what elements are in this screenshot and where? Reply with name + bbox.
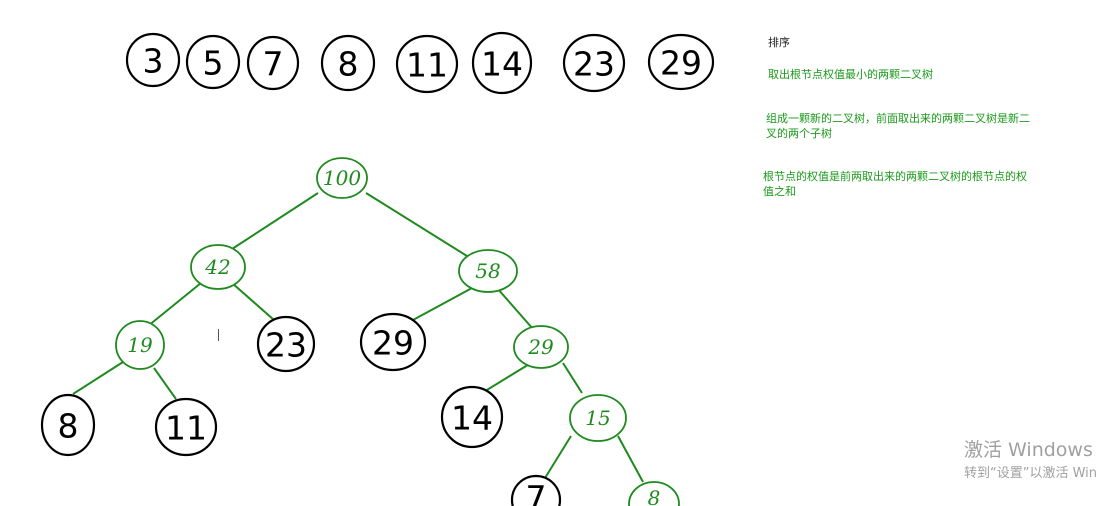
edge-root-42	[231, 192, 319, 250]
edge-29-14	[481, 362, 532, 394]
tree-node: 8	[40, 393, 96, 457]
seq-node: 3	[125, 32, 181, 88]
tree-node: 8	[628, 481, 680, 506]
tree-node: 42	[190, 244, 246, 290]
tree-node-root: 100	[316, 157, 368, 199]
tree-node-label: 11	[165, 409, 207, 448]
tree-node: 19	[115, 320, 165, 370]
seq-node-label: 8	[338, 45, 359, 84]
tree-node-label: 29	[527, 335, 554, 359]
tree-node-label: 100	[323, 166, 361, 190]
stray-mark	[218, 329, 219, 341]
tree-node-label: 8	[58, 407, 79, 446]
edge-19-11	[153, 367, 177, 400]
tree-node: 23	[256, 315, 316, 373]
seq-node-label: 7	[263, 45, 284, 84]
tree-edges	[72, 192, 644, 483]
tree-node: 29	[359, 312, 427, 372]
seq-node: 29	[647, 33, 715, 91]
tree-node: 11	[154, 397, 218, 457]
edge-58-29	[412, 287, 473, 321]
seq-node: 14	[471, 31, 533, 95]
seq-node-label: 5	[203, 44, 224, 83]
edge-15-8	[617, 435, 644, 483]
tree-node-label: 15	[585, 406, 610, 430]
seq-node-label: 11	[406, 46, 448, 85]
seq-node-label: 14	[481, 45, 523, 84]
seq-node: 7	[246, 35, 300, 91]
tree-node-label: 23	[265, 326, 307, 365]
activation-watermark-subtitle: 转到“设置”以激活 Win	[964, 466, 1098, 481]
note-step2: 组成一颗新的二叉树，前面取出来的两颗二叉树是新二叉的两个子树	[766, 112, 1030, 140]
notes-title: 排序	[768, 36, 790, 49]
activation-watermark-title: 激活 Windows	[964, 439, 1093, 461]
tree-node: 14	[440, 385, 504, 449]
edge-42-19	[147, 282, 202, 327]
seq-node: 8	[320, 34, 376, 92]
tree-node-label: 14	[451, 399, 493, 438]
tree-node-label: 42	[204, 255, 230, 279]
seq-node-label: 3	[143, 42, 164, 81]
seq-node: 11	[395, 34, 459, 94]
seq-node: 23	[562, 33, 626, 93]
tree-node-label: 8	[648, 486, 661, 506]
tree-nodes: 100 42 58 19 23 29 29 8	[40, 157, 680, 506]
note-step3: 根节点的权值是前两取出来的两颗二叉树的根节点的权值之和	[763, 170, 1027, 198]
tree-node-label: 19	[127, 333, 153, 357]
tree-node: 29	[513, 325, 569, 369]
tree-node: 15	[569, 394, 627, 442]
edge-58-29green	[496, 287, 534, 330]
edge-15-7	[544, 435, 572, 479]
edge-29-15	[562, 362, 583, 394]
tree-node: 58	[458, 249, 518, 293]
edge-root-58	[365, 192, 468, 257]
note-step1: 取出根节点权值最小的两颗二叉树	[768, 68, 933, 81]
sorted-sequence: 3 5 7 8 11 14 23 29	[125, 31, 715, 95]
edge-42-23	[231, 282, 275, 321]
edge-19-8	[72, 361, 124, 395]
tree-node-label: 7	[526, 479, 547, 506]
seq-node-label: 29	[660, 44, 702, 83]
tree-node: 7	[510, 474, 562, 506]
tree-node-label: 58	[475, 259, 500, 283]
seq-node: 5	[185, 34, 241, 90]
seq-node-label: 23	[573, 45, 615, 84]
tree-node-label: 29	[372, 324, 414, 363]
